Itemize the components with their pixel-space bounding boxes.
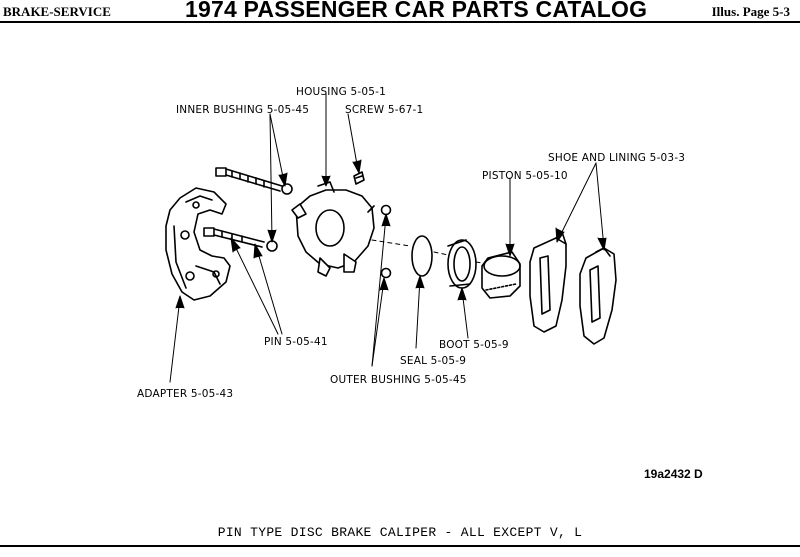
label-inner-bushing: INNER BUSHING 5-05-45 xyxy=(176,104,310,116)
upper-pin-part xyxy=(215,167,283,192)
label-boot: BOOT 5-05-9 xyxy=(439,339,509,351)
page-number: Illus. Page 5-3 xyxy=(711,4,790,19)
boot-part xyxy=(447,239,477,289)
piston-part xyxy=(481,251,521,299)
leader-lines xyxy=(169,92,607,383)
screw-part xyxy=(353,171,365,185)
catalog-title: 1974 PASSENGER CAR PARTS CATALOG xyxy=(185,0,648,22)
label-pin: PIN 5-05-41 xyxy=(264,336,328,348)
outer-bushing-bottom xyxy=(380,267,392,279)
header-rule xyxy=(0,21,800,23)
footer-rule xyxy=(0,545,800,547)
inner-bushing-top xyxy=(281,183,293,195)
housing-part xyxy=(291,181,375,277)
label-outer-bushing: OUTER BUSHING 5-05-45 xyxy=(330,374,467,386)
illustration-code: 19a2432 D xyxy=(644,467,703,481)
label-shoe-and-lining: SHOE AND LINING 5-03-3 xyxy=(548,152,686,164)
label-adapter: ADAPTER 5-05-43 xyxy=(137,388,234,400)
outer-shoe-part xyxy=(579,247,617,345)
adapter-part xyxy=(165,187,231,301)
seal-part xyxy=(411,235,433,277)
label-piston: PISTON 5-05-10 xyxy=(482,170,568,182)
outer-bushing-top xyxy=(380,204,392,216)
label-housing: HOUSING 5-05-1 xyxy=(296,86,387,98)
figure-caption: PIN TYPE DISC BRAKE CALIPER - ALL EXCEPT… xyxy=(217,525,583,540)
label-screw: SCREW 5-67-1 xyxy=(345,104,424,116)
inner-shoe-part xyxy=(529,231,567,333)
section-label: BRAKE-SERVICE xyxy=(3,4,111,19)
label-seal: SEAL 5-05-9 xyxy=(400,355,467,367)
